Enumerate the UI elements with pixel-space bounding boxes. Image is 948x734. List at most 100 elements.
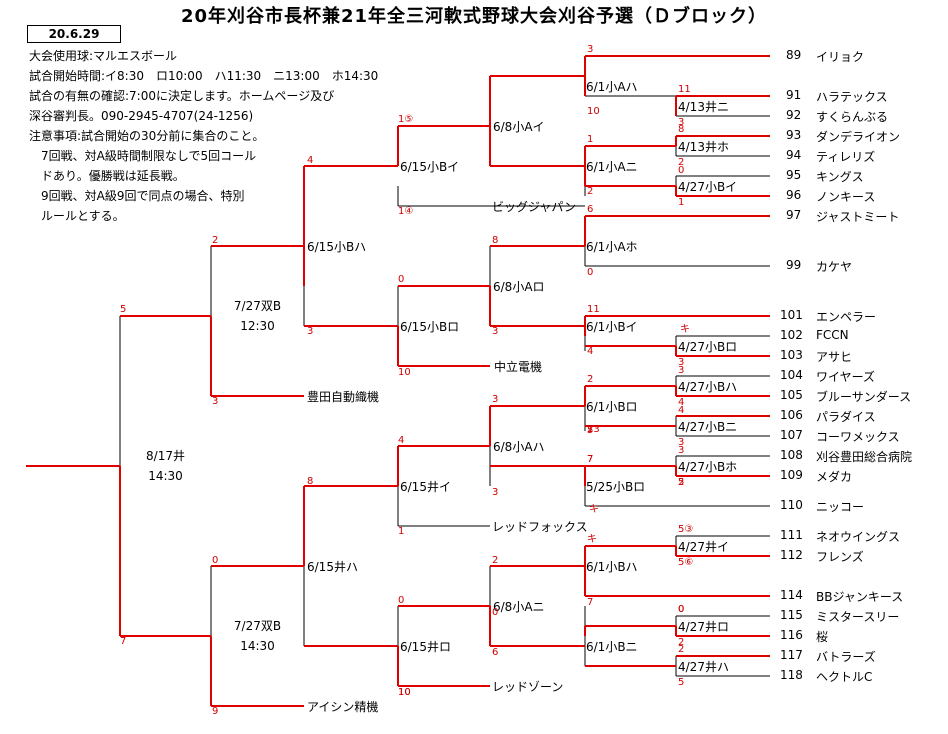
match-label: 4/27小Bニ <box>678 420 738 434</box>
match-label: 4/27小Bロ <box>678 340 738 354</box>
team-no: 112 <box>780 548 803 562</box>
note-line: ドあり。優勝戦は延長戦。 <box>29 169 185 183</box>
score: 2 <box>678 477 685 488</box>
score: 0 <box>678 604 685 615</box>
score: 4 <box>678 397 685 408</box>
seeded-team: レッドゾーン <box>492 680 564 694</box>
team-name: ワイヤーズ <box>816 370 876 384</box>
team-name: メダカ <box>816 470 853 484</box>
team-no: 109 <box>780 468 803 482</box>
match-label: 6/1小Bニ <box>586 640 638 654</box>
match-label: 6/1小Bイ <box>586 320 638 334</box>
seeded-team: レッドフォックス <box>492 520 588 534</box>
match-label: 4/27小Bイ <box>678 180 738 194</box>
score: 10 <box>398 687 411 698</box>
final-date: 8/17井 <box>146 449 185 463</box>
match-label: 6/1小Bロ <box>586 400 638 414</box>
match-label: 4/27井ロ <box>678 620 729 634</box>
score: 5 <box>587 425 594 436</box>
score: 3 <box>492 487 499 498</box>
score: 8 <box>492 235 499 246</box>
score: キ <box>589 504 599 515</box>
final-label: 8/17井 14:30 <box>120 446 211 486</box>
score: 3 <box>678 437 685 448</box>
match-label: 6/15小Bハ <box>307 240 367 254</box>
score: 3 <box>678 357 685 368</box>
score: キ <box>587 534 597 545</box>
score: 5 <box>120 304 127 315</box>
team-no: 115 <box>780 608 803 622</box>
note-line: 試合の有無の確認:7:00に決定します。ホームページ及び <box>29 89 335 103</box>
score: 2 <box>587 424 594 435</box>
semi-bottom-date: 7/27双B <box>233 619 282 633</box>
semi-bottom-time: 14:30 <box>240 639 275 653</box>
semi-top-date: 7/27双B <box>233 299 282 313</box>
team-no: 101 <box>780 308 803 322</box>
score: 0 <box>678 604 685 615</box>
team-no: 117 <box>780 648 803 662</box>
match-label: 4/27小Bハ <box>678 380 738 394</box>
score: 3 <box>587 44 594 55</box>
score: 3 <box>492 394 499 405</box>
team-name: ヘクトルC <box>816 670 873 684</box>
team-no: 108 <box>780 448 803 462</box>
team-no: 102 <box>780 328 803 342</box>
match-label: 6/15井ロ <box>400 640 451 654</box>
score: 0 <box>492 607 499 618</box>
seeded-team: 豊田自動織機 <box>307 390 380 404</box>
team-name: すくらんぶる <box>816 110 889 124</box>
semi-top-time: 12:30 <box>240 319 275 333</box>
team-name: ノンキース <box>816 190 876 204</box>
team-no: 118 <box>780 668 803 682</box>
score: 1 <box>678 197 685 208</box>
score: 5③ <box>678 524 694 535</box>
win-lines <box>26 55 770 707</box>
match-label: 4/13井ホ <box>678 140 729 154</box>
match-label: 6/15井イ <box>400 480 451 494</box>
match-label: 4/27井イ <box>678 540 729 554</box>
team-no: 104 <box>780 368 803 382</box>
team-name: エンペラー <box>816 310 877 324</box>
score: 7 <box>120 636 127 647</box>
team-no: 93 <box>786 128 802 142</box>
match-label: 6/8小Aニ <box>493 600 545 614</box>
team-no: 91 <box>786 88 802 102</box>
team-no: 110 <box>780 498 803 512</box>
score: 1 <box>398 526 405 537</box>
score: 10 <box>398 367 411 378</box>
team-name: BBジャンキース <box>816 590 904 604</box>
team-name: ニッコー <box>816 500 865 514</box>
score: キ <box>680 324 690 335</box>
team-no: 111 <box>780 528 803 542</box>
score: 2 <box>678 637 685 648</box>
team-no: 116 <box>780 628 803 642</box>
date-badge: 20.6.29 <box>27 25 121 43</box>
match-label: 6/15井ハ <box>307 560 358 574</box>
team-name: バトラーズ <box>816 650 876 664</box>
team-no: 103 <box>780 348 803 362</box>
score: 2 <box>678 157 685 168</box>
match-label: 6/1小Aハ <box>586 80 638 94</box>
team-no: 106 <box>780 408 803 422</box>
score: 7 <box>587 454 594 465</box>
team-name: 桜 <box>816 630 829 644</box>
score: 9 <box>212 706 219 717</box>
team-name: キングス <box>816 170 864 184</box>
score: 4 <box>307 155 314 166</box>
score: 1⑤ <box>398 114 414 125</box>
score: 4 <box>398 435 405 446</box>
score: 3 <box>678 365 685 376</box>
score: 3 <box>212 396 219 407</box>
team-name: 刈谷豊田総合病院 <box>816 450 913 464</box>
score: 5⑥ <box>678 557 694 568</box>
score: 2 <box>587 374 594 385</box>
team-name: ジャストミート <box>816 210 900 224</box>
seeded-team: ビッグジャパン <box>492 200 577 214</box>
score: 6 <box>492 647 499 658</box>
score: 2 <box>678 644 685 655</box>
score: 0 <box>587 267 594 278</box>
score: 0 <box>398 595 405 606</box>
match-label: 6/8小Aイ <box>493 120 545 134</box>
score: 3 <box>678 445 685 456</box>
